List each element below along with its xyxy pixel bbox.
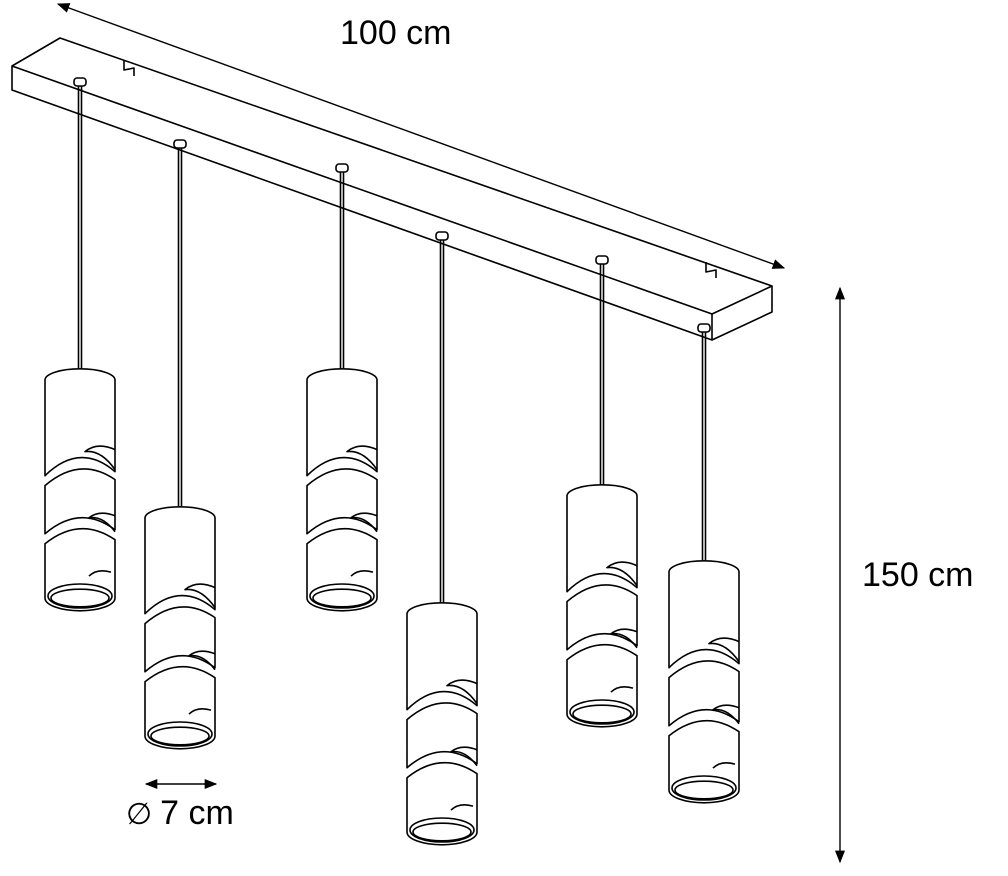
shade-opening	[409, 817, 475, 843]
pendant-shade	[668, 560, 740, 804]
pendant-1	[44, 77, 116, 612]
pendant-shade	[44, 368, 116, 612]
pendant-shade	[306, 368, 378, 612]
diameter-label: ∅7 cm	[126, 796, 234, 830]
shade-opening	[309, 583, 375, 609]
height-label: 150 cm	[862, 556, 974, 594]
pendant-shade	[566, 484, 638, 728]
shade-opening	[147, 721, 213, 747]
pendant-4	[406, 231, 478, 846]
shade-opening	[569, 699, 635, 725]
shade-opening	[47, 583, 113, 609]
diameter-value: 7 cm	[160, 794, 234, 832]
pendants	[44, 77, 740, 846]
pendant-mount	[697, 323, 711, 333]
ceiling-canopy	[11, 37, 773, 341]
width-dimension-arrow	[56, 3, 786, 269]
shade-opening	[671, 775, 737, 801]
pendant-5	[566, 255, 638, 728]
pendant-mount	[335, 163, 349, 173]
diameter-icon: ∅	[126, 798, 153, 831]
width-label: 100 cm	[340, 14, 452, 52]
pendant-2	[144, 139, 216, 750]
pendant-3	[306, 163, 378, 612]
pendant-mount	[173, 139, 187, 149]
pendant-mount	[435, 231, 449, 241]
pendant-shade	[144, 506, 216, 750]
pendant-6	[668, 323, 740, 804]
pendant-shade	[406, 602, 478, 846]
pendant-mount	[73, 77, 87, 87]
pendant-mount	[595, 255, 609, 265]
